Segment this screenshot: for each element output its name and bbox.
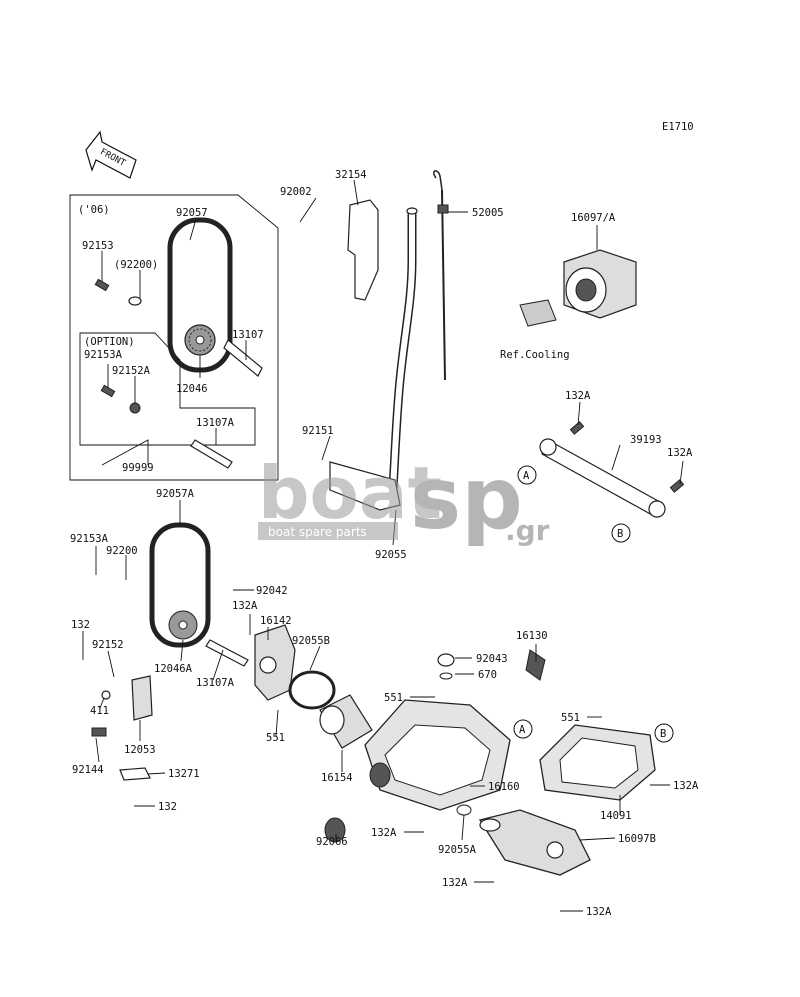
part-label: 132A [586,906,612,918]
part-label: 92200 [106,545,138,557]
part-label: 16142 [260,615,292,627]
dipstick-tube [329,199,418,511]
svg-text:A: A [519,724,526,736]
part-label: 551 [266,732,285,744]
oil-pipe-39193 [539,421,685,518]
part-label: 13107A [196,677,235,689]
ref-note: Ref.Cooling [500,349,570,361]
option-note: (OPTION) [84,336,135,348]
housing-16097b [478,809,591,876]
part-label: 132A [667,447,693,459]
part-label: 92055B [292,635,330,647]
part-labels: 92057 92153 (92200) 13107 92153A 92152 A … [70,169,699,918]
part-label: 132A [565,390,591,402]
dipstick [433,170,449,381]
part-label: 14091 [600,810,632,822]
svg-text:A: A [523,470,530,482]
part-label: 92153A [84,349,123,361]
part-label: 132 [158,801,177,813]
part-label: 92151 [302,425,334,437]
part-label: 411 [90,705,109,717]
callout-a: A A [513,465,537,739]
part-label: 132A [371,827,397,839]
part-label: 132 [71,619,90,631]
oil-pan-16160 [324,649,546,843]
part-label: 12046A [154,663,193,675]
part-label: 39193 [630,434,662,446]
part-label: 92153A [70,533,109,545]
diagram-code: E1710 [662,121,694,133]
part-label: 99999 [122,462,154,474]
chain-tensioner [91,675,153,781]
oil-filter [519,249,637,327]
leader-lines [82,179,684,912]
part-label: 670 [478,669,497,681]
kit-box-06 [69,194,279,481]
watermark-logo: boat sp .gr boat spare parts [258,449,550,549]
part-label: 92144 [72,764,104,776]
part-label: 551 [384,692,403,704]
oil-strainer [319,694,373,749]
callout-b: B B [611,523,674,743]
bolt-icon [100,384,116,398]
part-label: 92057A [156,488,195,500]
part-label: 132A [442,877,468,889]
part-label: 13271 [168,768,200,780]
part-label: 13107A [196,417,235,429]
part-label: 13107 [232,329,264,341]
part-label: (92200) [114,259,158,271]
part-label: 92057 [176,207,208,219]
part-label: 16097/A [571,212,616,224]
part-label: 92153 [82,240,114,252]
part-label: 92152 [92,639,124,651]
oil-pump [254,624,336,710]
front-arrow-icon: FRONT [85,130,137,179]
watermark-brand-left: boat [258,451,442,535]
cam-chain-lower [149,522,249,667]
part-label: 132A [673,780,699,792]
part-label: 12046 [176,383,208,395]
part-label: 92055 [375,549,407,561]
part-label: 12053 [124,744,156,756]
part-label: 92055A [438,844,477,856]
part-label: 92002 [280,186,312,198]
part-label: 16130 [516,630,548,642]
part-label: 551 [561,712,580,724]
part-label: 16097B [618,833,656,845]
watermark-tagline: boat spare parts [268,525,367,539]
part-label: 132A [232,600,258,612]
part-label: 16154 [321,772,353,784]
sprocket-12046 [184,324,216,356]
nut-icon [129,402,141,414]
shaft-13107 [223,339,263,377]
part-label: 92042 [256,585,288,597]
watermark-tld: .gr [505,514,550,547]
svg-text:B: B [617,528,623,540]
part-label: 52005 [472,207,504,219]
cover-14091 [539,724,656,801]
shaft-13107a [190,439,233,469]
part-label: 92152A [112,365,151,377]
part-label: 16160 [488,781,520,793]
watermark-brand-right: sp [410,449,523,549]
part-label: 32154 [335,169,367,181]
year-note: ('06) [78,204,110,216]
washer-icon [128,296,142,306]
part-label: 92066 [316,836,348,848]
bolt-icon [94,278,110,292]
part-label: 92043 [476,653,508,665]
svg-text:B: B [660,728,666,740]
